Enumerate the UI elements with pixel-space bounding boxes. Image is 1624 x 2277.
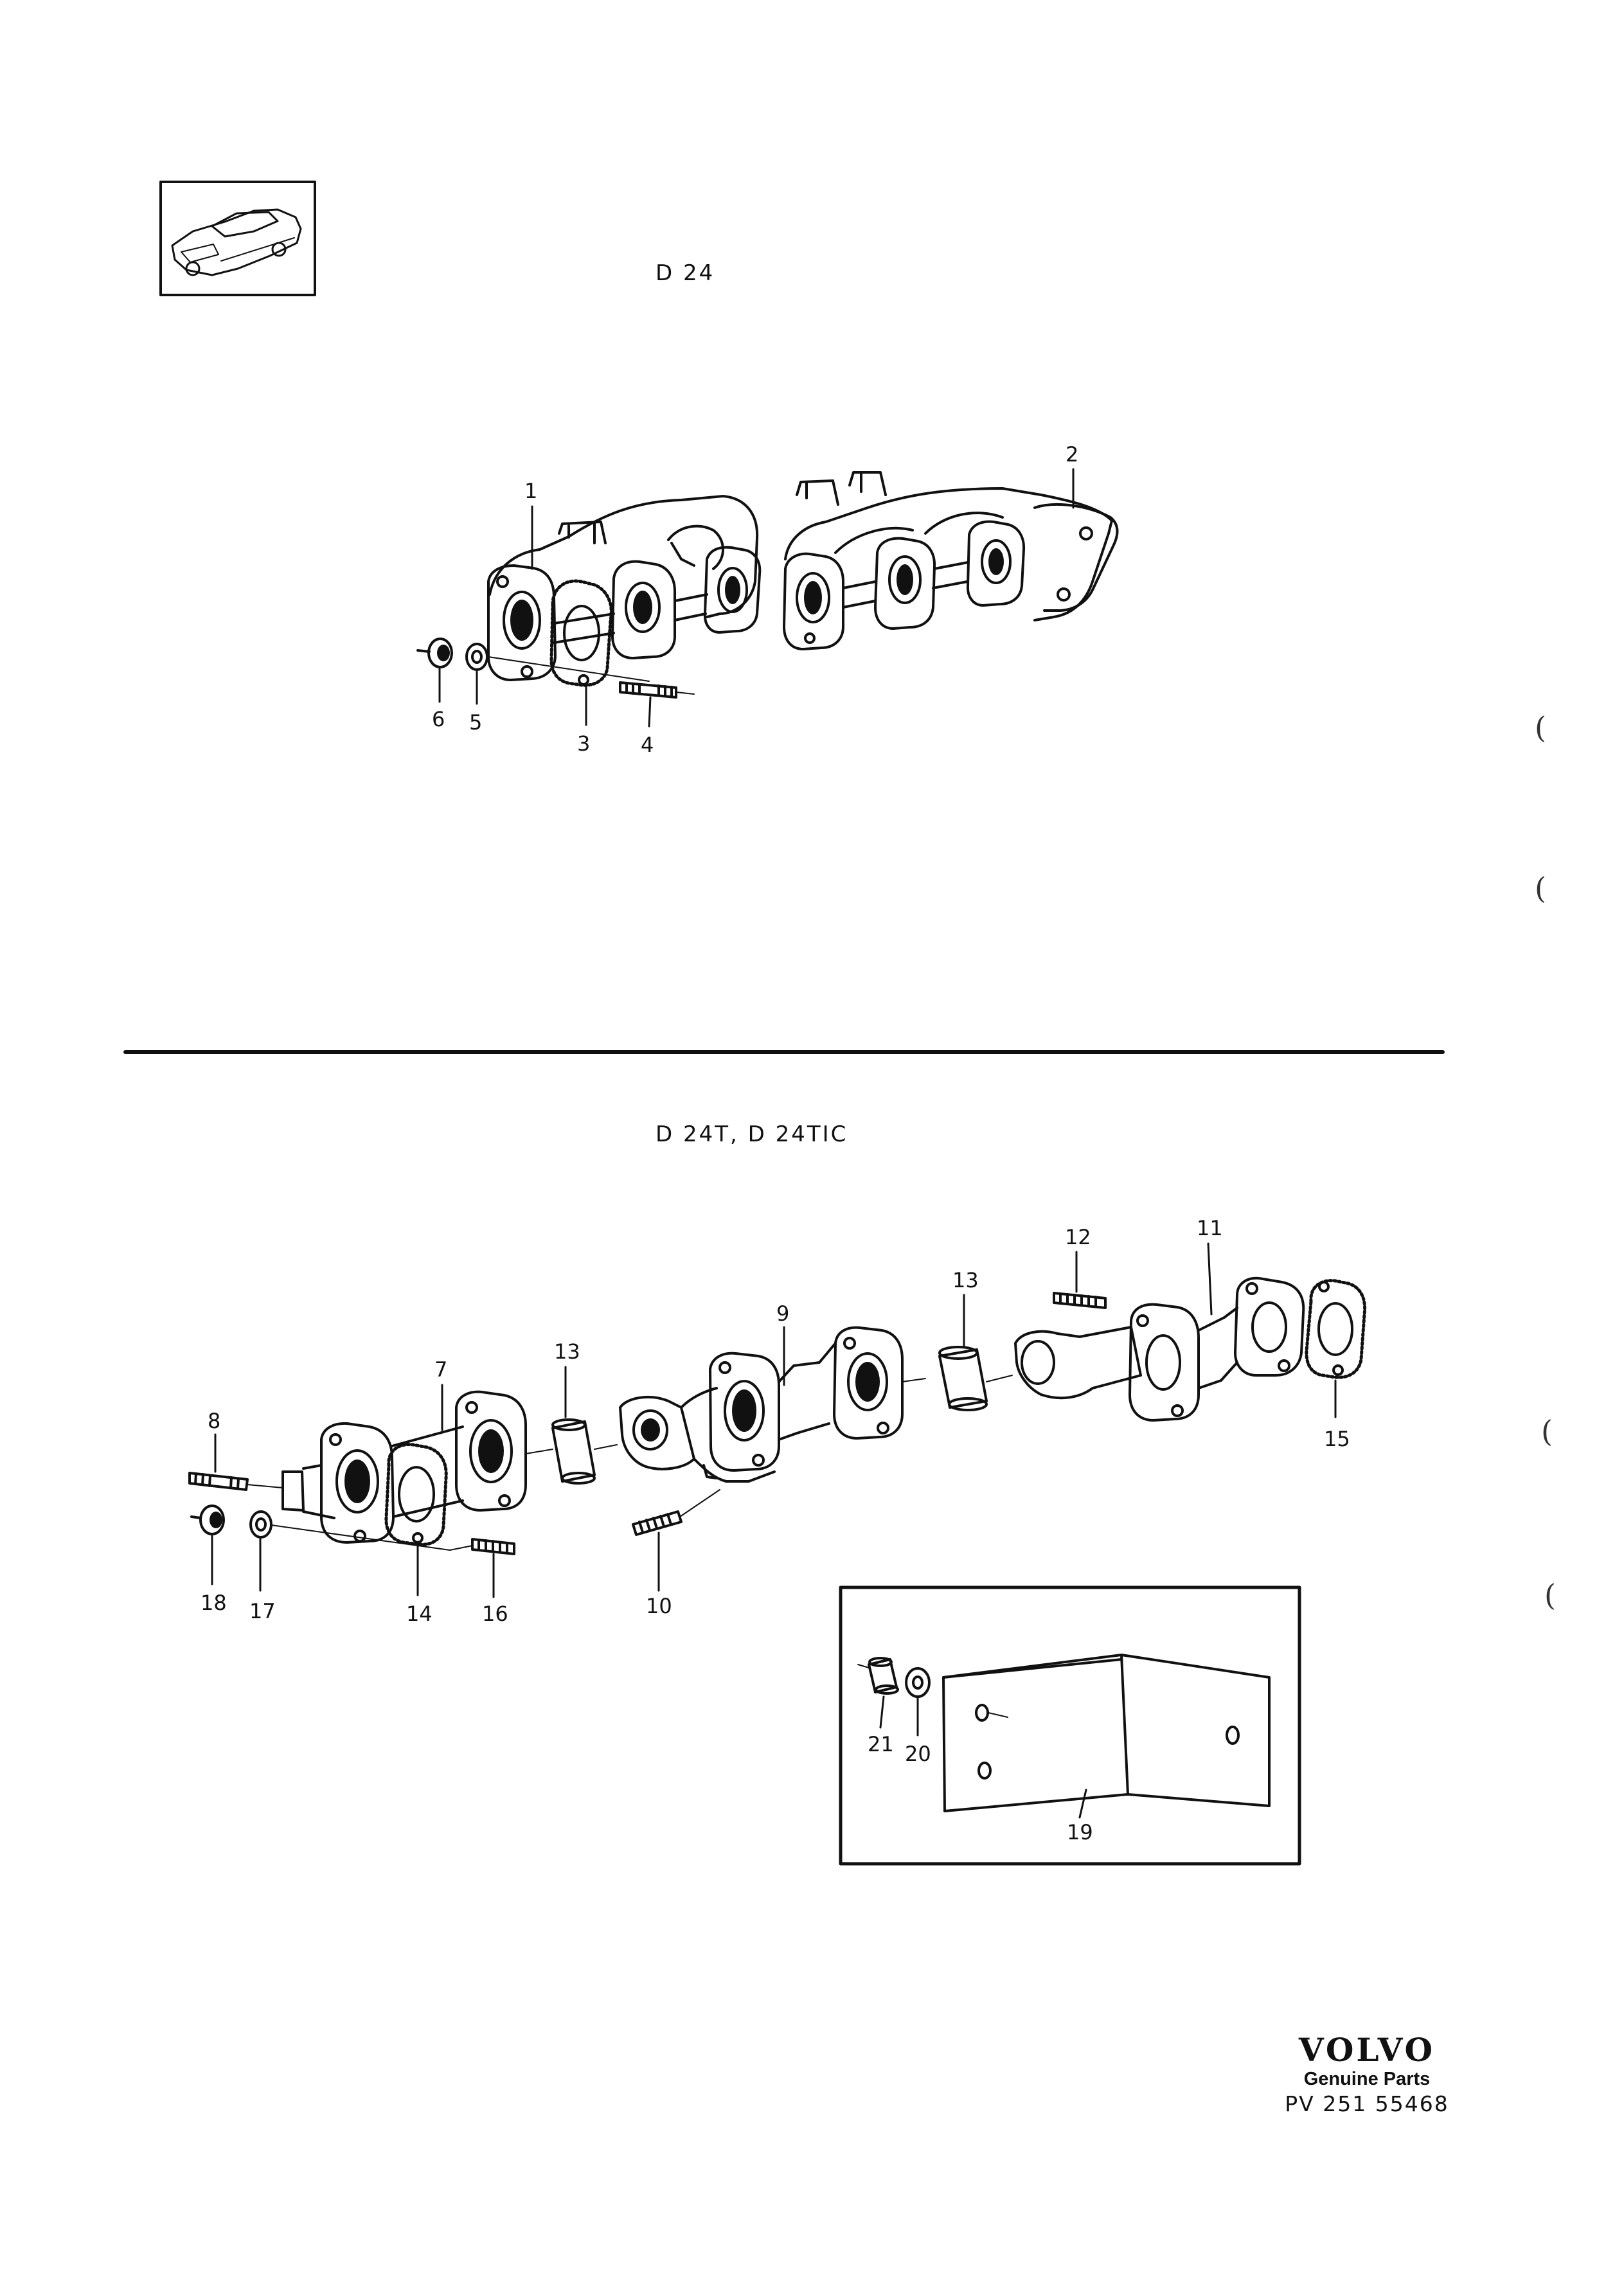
brand-block: VOLVO Genuine Parts PV 251 55468 (1271, 2031, 1463, 2117)
callout-9: 9 (776, 1301, 789, 1326)
callout-16: 16 (482, 1602, 508, 1626)
brand-tagline: Genuine Parts (1303, 2069, 1431, 2089)
volvo-logo: VOLVO (1298, 2031, 1436, 2069)
callout-14: 14 (406, 1602, 433, 1626)
callout-4: 4 (641, 733, 654, 757)
washer-5 (465, 643, 488, 671)
callout-17: 17 (249, 1599, 276, 1623)
leader-lines-bracket (879, 1695, 1087, 1819)
section-title-d24t: D 24T, D 24TIC (656, 1121, 848, 1147)
washer-20 (905, 1667, 931, 1698)
leader-lines-lower (211, 1242, 1337, 1598)
callout-13: 13 (554, 1339, 580, 1364)
exhaust-manifold-front (487, 495, 762, 687)
margin-mark: ( (1541, 1414, 1553, 1449)
gasket-14 (384, 1443, 448, 1546)
stud-16 (471, 1538, 515, 1555)
callout-18: 18 (201, 1591, 227, 1615)
callout-12: 12 (1065, 1225, 1091, 1249)
callout-7: 7 (434, 1357, 447, 1382)
bracket-inset-box (839, 1585, 1301, 1866)
callout-15: 15 (1324, 1427, 1350, 1451)
callout-11: 11 (1197, 1216, 1223, 1240)
pipe-11 (1014, 1276, 1305, 1422)
part-number: PV 251 55468 (1285, 2091, 1449, 2116)
callout-1: 1 (524, 479, 537, 503)
stud-10 (632, 1489, 720, 1536)
callout-13: 13 (952, 1268, 979, 1292)
margin-mark: ( (1535, 710, 1546, 745)
stud-8 (188, 1472, 283, 1491)
callout-3: 3 (577, 731, 590, 756)
callout-20: 20 (905, 1742, 931, 1766)
sleeve-13-right (938, 1346, 1013, 1411)
callout-10: 10 (646, 1594, 672, 1618)
exhaust-manifold-rear (783, 471, 1119, 650)
nut-18 (190, 1505, 225, 1535)
callout-8: 8 (208, 1409, 220, 1433)
sleeve-13-left (525, 1418, 618, 1485)
margin-mark: ( (1544, 1578, 1556, 1612)
nut-21 (857, 1657, 899, 1695)
nut-6 (416, 638, 453, 668)
callout-21: 21 (868, 1732, 894, 1756)
washer-17 (249, 1510, 272, 1539)
stud-12 (1053, 1292, 1107, 1309)
callout-5: 5 (469, 710, 482, 735)
margin-mark: ( (1535, 871, 1546, 906)
callout-6: 6 (432, 707, 445, 731)
section-title-d24: D 24 (656, 260, 715, 286)
gasket-15 (1305, 1279, 1367, 1379)
stud-4 (619, 681, 695, 699)
callout-19: 19 (1067, 1820, 1093, 1844)
car-thumbnail-icon (159, 181, 316, 296)
pipe-7 (281, 1390, 527, 1544)
callout-2: 2 (1066, 442, 1078, 467)
leader-lines-upper (438, 468, 1075, 728)
callout-numbers: 1 2 3 4 5 6 7 8 9 10 11 12 13 13 14 15 1… (201, 442, 1350, 1844)
bracket-19 (942, 1654, 1271, 1812)
pipe-9 (619, 1326, 926, 1483)
